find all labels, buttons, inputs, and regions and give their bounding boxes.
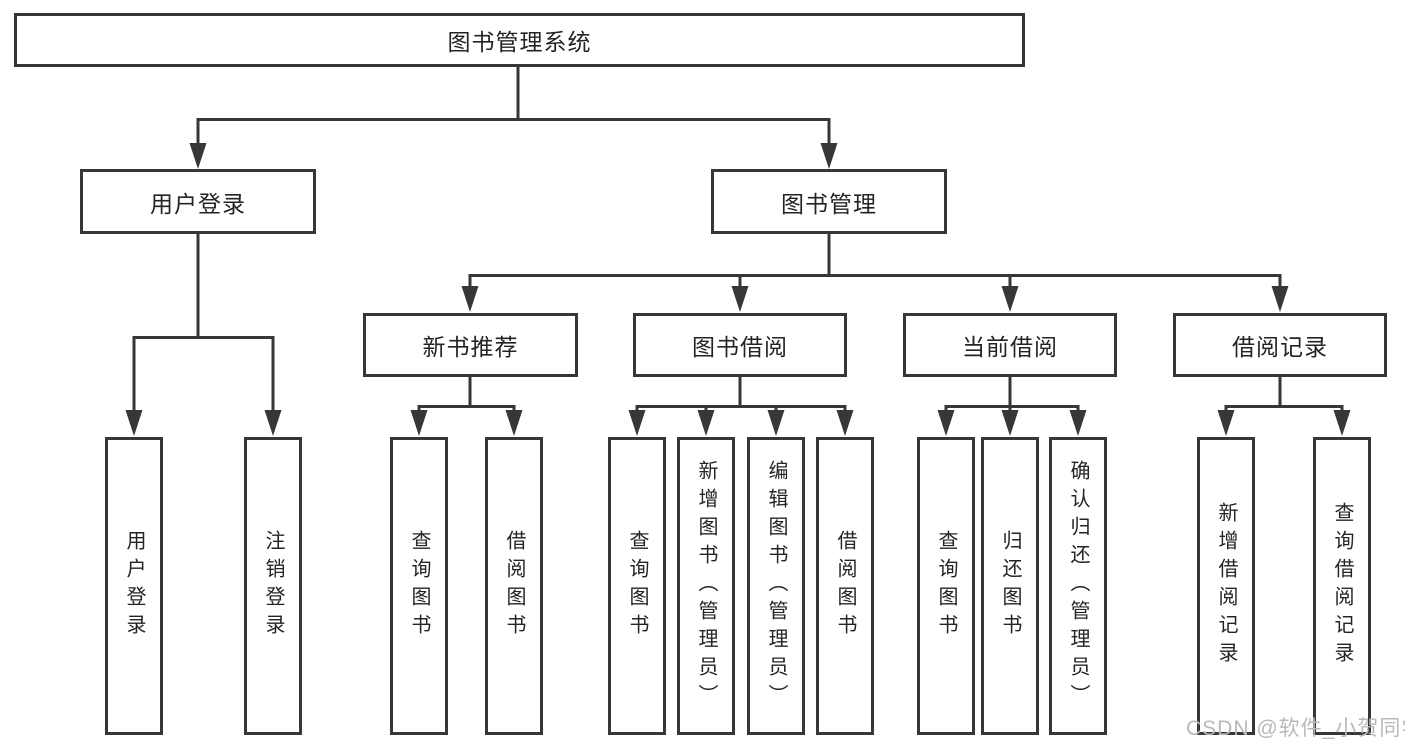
node-leaf-borrow-book-a: 借阅图书 [485,437,543,735]
arrowhead-current-borrow [1001,286,1019,312]
arrowhead-leaf-edit-book [767,410,785,436]
node-leaf-query-book-b-label: 查询图书 [626,530,648,642]
node-leaf-confirm-return: 确认归还（管理员） [1049,437,1107,735]
node-root: 图书管理系统 [14,13,1025,67]
edge-book-borrow-branch [635,405,847,425]
node-root-label: 图书管理系统 [447,29,592,55]
node-leaf-user-login-label: 用户登录 [123,530,145,642]
arrowhead-leaf-borrow-book-a [505,410,523,436]
arrowhead-user-login [189,143,207,169]
arrowhead-leaf-borrow-book-b [836,410,854,436]
arrowhead-book-management [820,143,838,169]
node-leaf-query-book-c-label: 查询图书 [935,530,957,642]
node-current-borrow-label: 当前借阅 [962,334,1058,360]
node-leaf-borrow-book-b: 借阅图书 [816,437,874,735]
arrowhead-leaf-user-login [125,410,143,436]
edge-user-login-branch [132,336,275,425]
node-book-borrow: 图书借阅 [633,313,847,377]
node-leaf-borrow-book-b-label: 借阅图书 [834,530,856,642]
arrowhead-new-book-recommend [461,286,479,312]
arrowhead-leaf-query-book-c [937,410,955,436]
node-leaf-query-book-a-label: 查询图书 [408,530,430,642]
arrowhead-leaf-add-borrow-record [1217,410,1235,436]
edge-new-book-recommend-branch [417,405,516,425]
arrowhead-leaf-return-book [1001,410,1019,436]
node-user-login: 用户登录 [80,169,316,234]
arrowhead-leaf-query-borrow-record [1333,410,1351,436]
edge-book-management-branch [468,274,1282,301]
node-current-borrow: 当前借阅 [903,313,1117,377]
node-book-management-label: 图书管理 [781,190,877,217]
node-leaf-user-login: 用户登录 [105,437,163,735]
node-leaf-logout-label: 注销登录 [262,530,284,642]
node-new-book-recommend-label: 新书推荐 [422,334,519,360]
node-leaf-add-book: 新增图书（管理员） [677,437,735,735]
node-leaf-edit-book-label: 编辑图书（管理员） [765,460,787,712]
node-leaf-query-book-a: 查询图书 [390,437,448,735]
arrowhead-leaf-add-book [697,410,715,436]
node-leaf-logout: 注销登录 [244,437,302,735]
node-leaf-query-book-c: 查询图书 [917,437,975,735]
node-book-management: 图书管理 [711,169,947,234]
node-user-login-label: 用户登录 [150,190,246,217]
arrowheads [125,143,1351,436]
node-leaf-return-book-label: 归还图书 [999,530,1021,642]
arrowhead-book-borrow [731,286,749,312]
edge-borrow-record-branch [1224,405,1344,425]
node-leaf-query-book-b: 查询图书 [608,437,666,735]
node-borrow-record: 借阅记录 [1173,313,1387,377]
node-leaf-add-borrow-record: 新增借阅记录 [1197,437,1255,735]
arrowhead-leaf-confirm-return [1069,410,1087,436]
node-leaf-borrow-book-a-label: 借阅图书 [503,530,525,642]
arrowhead-leaf-logout [264,410,282,436]
node-leaf-query-borrow-record-label: 查询借阅记录 [1331,502,1353,670]
arrowhead-leaf-query-book-b [628,410,646,436]
node-new-book-recommend: 新书推荐 [363,313,578,377]
node-leaf-add-book-label: 新增图书（管理员） [695,460,717,712]
node-leaf-confirm-return-label: 确认归还（管理员） [1067,460,1089,712]
edge-root-branch [196,118,831,157]
node-leaf-return-book: 归还图书 [981,437,1039,735]
node-leaf-add-borrow-record-label: 新增借阅记录 [1215,502,1237,670]
csdn-watermark: CSDN @软件_小贺同学 [1186,717,1405,740]
arrowhead-borrow-record [1271,286,1289,312]
node-book-borrow-label: 图书借阅 [692,334,788,360]
node-borrow-record-label: 借阅记录 [1232,334,1328,360]
node-leaf-query-borrow-record: 查询借阅记录 [1313,437,1371,735]
arrowhead-leaf-query-book-a [410,410,428,436]
node-leaf-edit-book: 编辑图书（管理员） [747,437,805,735]
